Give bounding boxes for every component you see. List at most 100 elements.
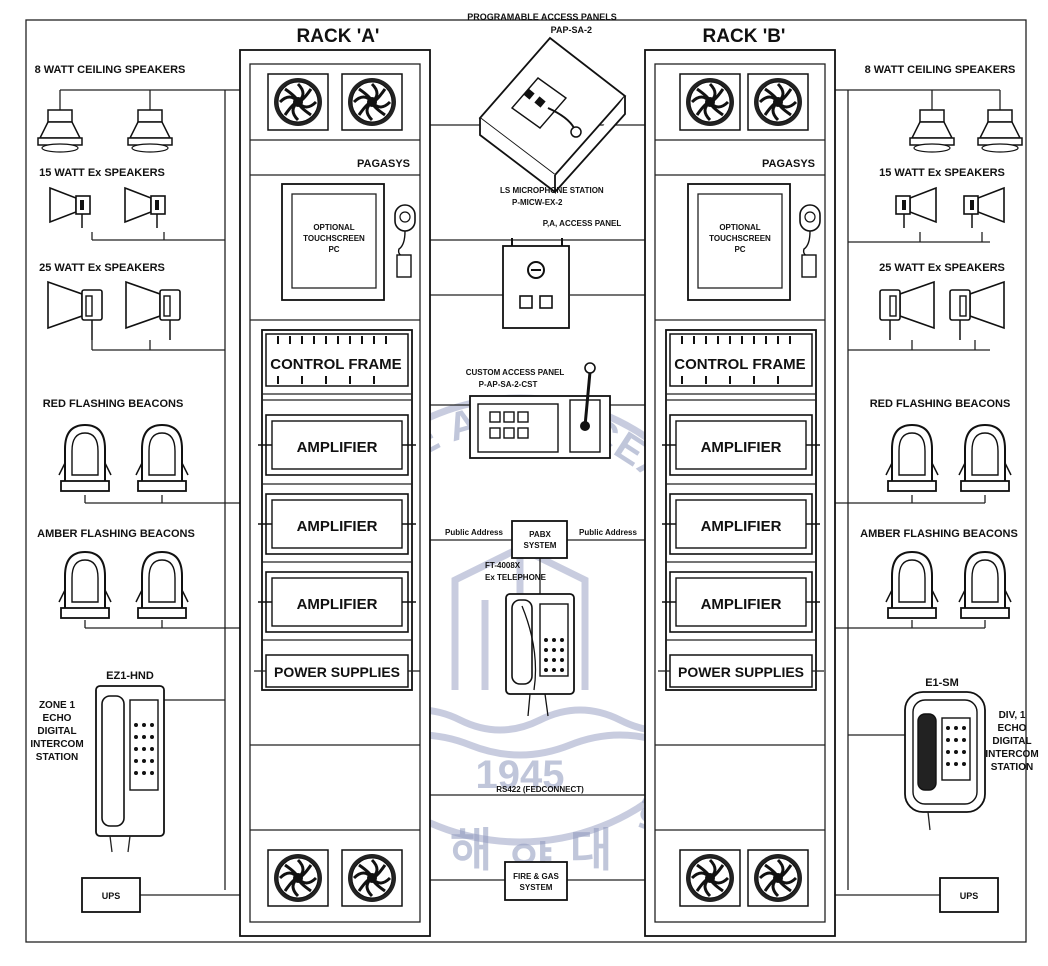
rack-a-fan-icon [342, 850, 402, 906]
beacon-icon [959, 425, 1011, 491]
fire-gas-system-box [505, 862, 567, 900]
rack-b-screen-line: OPTIONAL [719, 223, 760, 232]
pa-access-panel-icon [503, 238, 569, 328]
intercom-station-icon [905, 692, 985, 830]
rack-b-power-supplies-label: POWER SUPPLIES [678, 664, 804, 680]
beacon-icon [136, 425, 188, 491]
rack-a-control-frame: CONTROL FRAME [266, 334, 408, 386]
rack-b-screen-line: TOUCHSCREEN [709, 234, 771, 243]
right-15w-speakers-label: 15 WATT Ex SPEAKERS [879, 167, 1005, 179]
rack-a-control-frame-label: CONTROL FRAME [270, 356, 401, 373]
left-ceiling-speakers-label: 8 WATT CEILING SPEAKERS [35, 64, 186, 76]
right-intercom-label-line: STATION [991, 762, 1033, 773]
rack-a-amplifier-label: AMPLIFIER [297, 518, 378, 535]
horn-speaker-icon [126, 282, 180, 340]
rack-a-screen-line: PC [328, 245, 339, 254]
left-25w-speakers-label: 25 WATT Ex SPEAKERS [39, 262, 165, 274]
rack-a-brand: PAGASYS [357, 158, 410, 170]
rack-a-title: RACK 'A' [297, 26, 380, 47]
telephone-model: FT-4008X [485, 561, 521, 570]
prog-panels-model: PAP-SA-2 [551, 25, 592, 35]
watermark-char-3: 해 [450, 824, 492, 876]
mic-station-label: LS MICROPHONE STATION [500, 186, 604, 195]
left-devices: 8 WATT CEILING SPEAKERS 15 WATT Ex SPEAK… [30, 64, 195, 912]
rack-a-amplifier-label: AMPLIFIER [297, 596, 378, 613]
rack-b-fan-icon [748, 850, 808, 906]
rack-b-amplifier-label: AMPLIFIER [701, 596, 782, 613]
horn-speaker-icon [964, 188, 1004, 228]
right-intercom-label-line: ECHO [998, 723, 1027, 734]
beacon-icon [959, 552, 1011, 618]
rack-b-control-frame-label: CONTROL FRAME [674, 356, 805, 373]
pabx-label-line: SYSTEM [524, 541, 557, 550]
horn-speaker-icon [125, 188, 165, 228]
beacon-icon [59, 425, 111, 491]
horn-speaker-icon [48, 282, 102, 340]
public-address-left-label: Public Address [445, 528, 503, 537]
pa-access-panel-label: P,A, ACCESS PANEL [543, 219, 622, 228]
left-intercom-model: EZ1-HND [106, 670, 154, 682]
rack-b-amplifier-label: AMPLIFIER [701, 518, 782, 535]
ceiling-speaker-icon [128, 110, 172, 152]
left-intercom-label-line: ECHO [43, 713, 72, 724]
rack-b-fan-icon [748, 74, 808, 130]
right-25w-speakers-label: 25 WATT Ex SPEAKERS [879, 262, 1005, 274]
horn-speaker-icon [896, 188, 936, 228]
horn-speaker-icon [950, 282, 1004, 340]
beacon-icon [886, 425, 938, 491]
rack-b: RACK 'B' PAGASYS OPTIONAL TOUCHSCREEN PC… [645, 26, 835, 936]
left-intercom-label-line: INTERCOM [30, 739, 83, 750]
pabx-label-line: PABX [529, 530, 551, 539]
prog-panels-label: PROGRAMABLE ACCESS PANELS [467, 12, 617, 22]
right-intercom-label-line: DIGITAL [992, 736, 1031, 747]
horn-speaker-icon [50, 188, 90, 228]
mic-station-model: P-MICW-EX-2 [512, 198, 563, 207]
ceiling-speaker-icon [910, 110, 954, 152]
rs422-label: RS422 (FEDCONNECT) [496, 785, 584, 794]
ceiling-speaker-icon [38, 110, 82, 152]
rack-b-fan-icon [680, 74, 740, 130]
rack-b-title: RACK 'B' [703, 26, 786, 47]
left-ups-label: UPS [102, 891, 121, 901]
custom-panel-model: P-AP-SA-2-CST [479, 380, 538, 389]
horn-speaker-icon [880, 282, 934, 340]
beacon-icon [136, 552, 188, 618]
fire-gas-label-line: FIRE & GAS [513, 872, 559, 881]
left-red-beacons-label: RED FLASHING BEACONS [43, 398, 184, 410]
custom-access-panel-icon [470, 363, 610, 458]
intercom-station-icon [96, 686, 164, 852]
rack-a-amplifier-label: AMPLIFIER [297, 439, 378, 456]
fire-gas-label-line: SYSTEM [520, 883, 553, 892]
rack-b-amplifier-label: AMPLIFIER [701, 439, 782, 456]
pabx-system-box [512, 521, 567, 558]
rack-a-screen-line: TOUCHSCREEN [303, 234, 365, 243]
rack-b-brand: PAGASYS [762, 158, 815, 170]
telephone-label: Ex TELEPHONE [485, 573, 547, 582]
rack-b-screen-line: PC [734, 245, 745, 254]
rack-a-power-supplies-label: POWER SUPPLIES [274, 664, 400, 680]
beacon-icon [886, 552, 938, 618]
right-devices: 8 WATT CEILING SPEAKERS 15 WATT Ex SPEAK… [860, 64, 1039, 912]
rack-a-fan-icon [268, 850, 328, 906]
rack-b-fan-icon [680, 850, 740, 906]
beacon-icon [59, 552, 111, 618]
rack-b-control-frame: CONTROL FRAME [670, 334, 812, 386]
rack-a-screen-line: OPTIONAL [313, 223, 354, 232]
left-intercom-label-line: STATION [36, 752, 78, 763]
right-intercom-label-line: DIV, 1 [999, 710, 1026, 721]
left-intercom-label-line: DIGITAL [37, 726, 76, 737]
right-intercom-model: E1-SM [925, 677, 959, 689]
right-amber-beacons-label: AMBER FLASHING BEACONS [860, 528, 1018, 540]
public-address-right-label: Public Address [579, 528, 637, 537]
rack-a-fan-icon [342, 74, 402, 130]
ceiling-speaker-icon [978, 110, 1022, 152]
right-ups-label: UPS [960, 891, 979, 901]
custom-panel-label: CUSTOM ACCESS PANEL [466, 368, 565, 377]
programmable-access-panel-icon [480, 38, 625, 192]
left-amber-beacons-label: AMBER FLASHING BEACONS [37, 528, 195, 540]
watermark-char-5: 대 [570, 824, 612, 876]
right-red-beacons-label: RED FLASHING BEACONS [870, 398, 1011, 410]
left-15w-speakers-label: 15 WATT Ex SPEAKERS [39, 167, 165, 179]
right-ceiling-speakers-label: 8 WATT CEILING SPEAKERS [865, 64, 1016, 76]
